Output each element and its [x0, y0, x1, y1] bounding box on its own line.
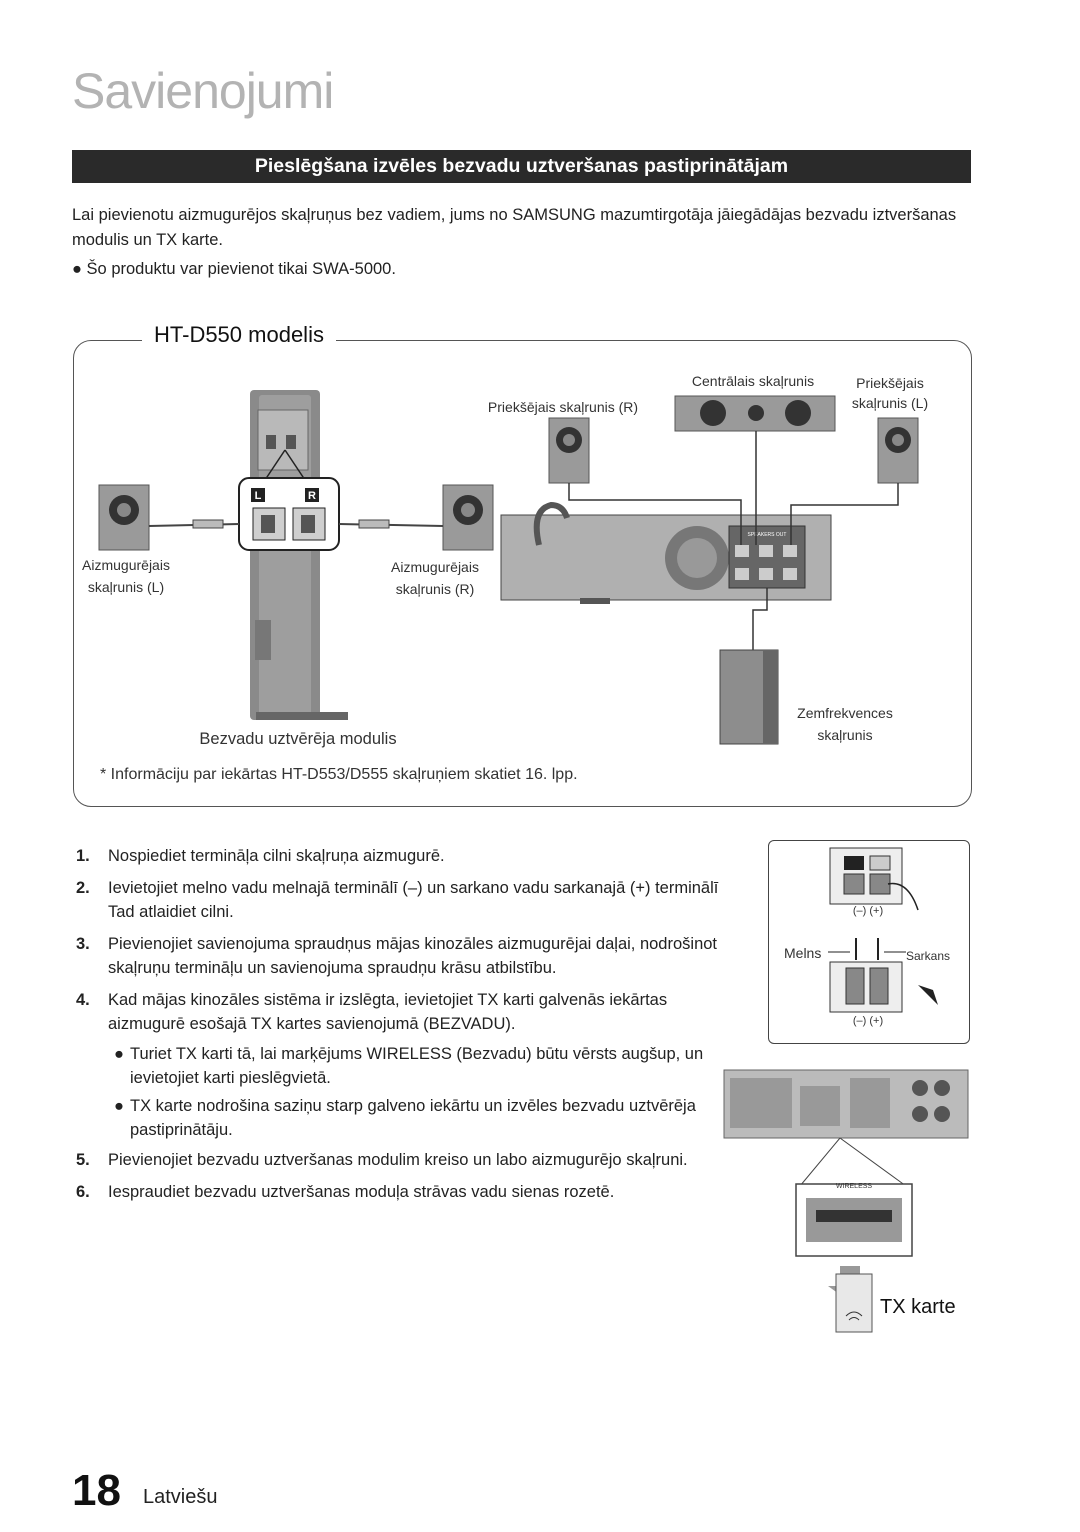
step-4-bullet-2: ● TX karte nodrošina saziņu starp galven… [114, 1094, 736, 1142]
tx-card-illustration: WIRELESS [723, 1069, 969, 1333]
subwoofer-label-1: Zemfrekvences [797, 705, 893, 721]
bullet-icon: ● [114, 1045, 124, 1063]
speakers-out-label: SPEAKERS OUT [748, 532, 787, 538]
rear-left-speaker [98, 484, 240, 551]
arrow-icon [918, 985, 938, 1005]
page-title: Savienojumi [72, 63, 334, 119]
section-title: Pieslēgšana izvēles bezvadu uztveršanas … [72, 150, 971, 183]
rear-right-label-1: Aizmugurējais [391, 559, 479, 575]
terminal-detail-illustration: (–) (+) Melns Sarkans (–) (+) [784, 847, 950, 1027]
subwoofer-label-2: skaļrunis [817, 727, 872, 743]
step-4-bullet-1: ● Turiet TX karti tā, lai marķējums WIRE… [114, 1042, 736, 1090]
rear-right-label-2: skaļrunis (R) [396, 581, 475, 597]
black-wire-label: Melns [784, 945, 821, 961]
intro-paragraph: Lai pievienotu aizmugurējos skaļruņus be… [72, 206, 957, 249]
step-2: 2. Ievietojiet melno vadu melnajā termin… [76, 879, 719, 921]
page-number: 18 [72, 1466, 121, 1515]
front-right-speaker [548, 417, 590, 484]
rear-left-label-1: Aizmugurējais [82, 557, 170, 573]
right-marker-label: R [308, 490, 316, 502]
step-5: 5. Pievienojiet bezvadu uztveršanas modu… [76, 1151, 688, 1169]
polarity-label-top: (–) (+) [853, 905, 883, 917]
connection-diagram: L R [82, 373, 928, 748]
terminal-callout: L R [238, 449, 340, 551]
step-3: 3. Pievienojiet savienojuma spraudņus mā… [76, 935, 718, 977]
rear-left-label-2: skaļrunis (L) [88, 579, 164, 595]
finger-icon [887, 882, 919, 911]
wireless-module-label: Bezvadu uztvērēja modulis [199, 730, 396, 748]
front-right-label: Priekšējais skaļrunis (R) [488, 399, 638, 415]
wireless-slot-label: WIRELESS [836, 1183, 873, 1190]
front-left-label-1: Priekšējais [856, 375, 924, 391]
polarity-label-bottom: (–) (+) [853, 1015, 883, 1027]
step-6: 6. Iespraudiet bezvadu uztveršanas moduļ… [76, 1183, 615, 1201]
subwoofer [719, 649, 779, 745]
page-language: Latviešu [143, 1486, 218, 1508]
wireless-icon [845, 1311, 863, 1317]
tx-card-label: TX karte [880, 1296, 956, 1318]
speaker-wires [568, 431, 899, 650]
terminal-detail-box [768, 840, 970, 1044]
compatibility-note: ● Šo produktu var pievienot tikai SWA-50… [72, 260, 396, 278]
steps-list: 1. Nospiediet termināļa cilni skaļruņa a… [76, 844, 736, 1212]
model-title: HT-D550 modelis [142, 322, 336, 348]
step-1: 1. Nospiediet termināļa cilni skaļruņa a… [76, 847, 445, 865]
front-left-label-2: skaļrunis (L) [852, 395, 928, 411]
diagram-panel [73, 340, 972, 807]
red-wire-label: Sarkans [906, 949, 950, 963]
left-marker-label: L [255, 490, 262, 502]
step-4: 4. Kad mājas kinozāles sistēma ir izslēg… [76, 991, 668, 1033]
center-speaker [674, 395, 836, 432]
front-left-speaker [877, 417, 919, 484]
center-speaker-label: Centrālais skaļrunis [692, 373, 814, 389]
right-marker-icon [305, 488, 319, 502]
main-unit: SPEAKERS OUT [500, 501, 832, 604]
bullet-icon: ● [114, 1097, 124, 1115]
rear-right-speaker [338, 484, 494, 551]
left-marker-icon [251, 488, 265, 502]
diagram-footnote: * Informāciju par iekārtas HT-D553/D555 … [100, 766, 578, 783]
wireless-receiver-module [250, 390, 348, 720]
